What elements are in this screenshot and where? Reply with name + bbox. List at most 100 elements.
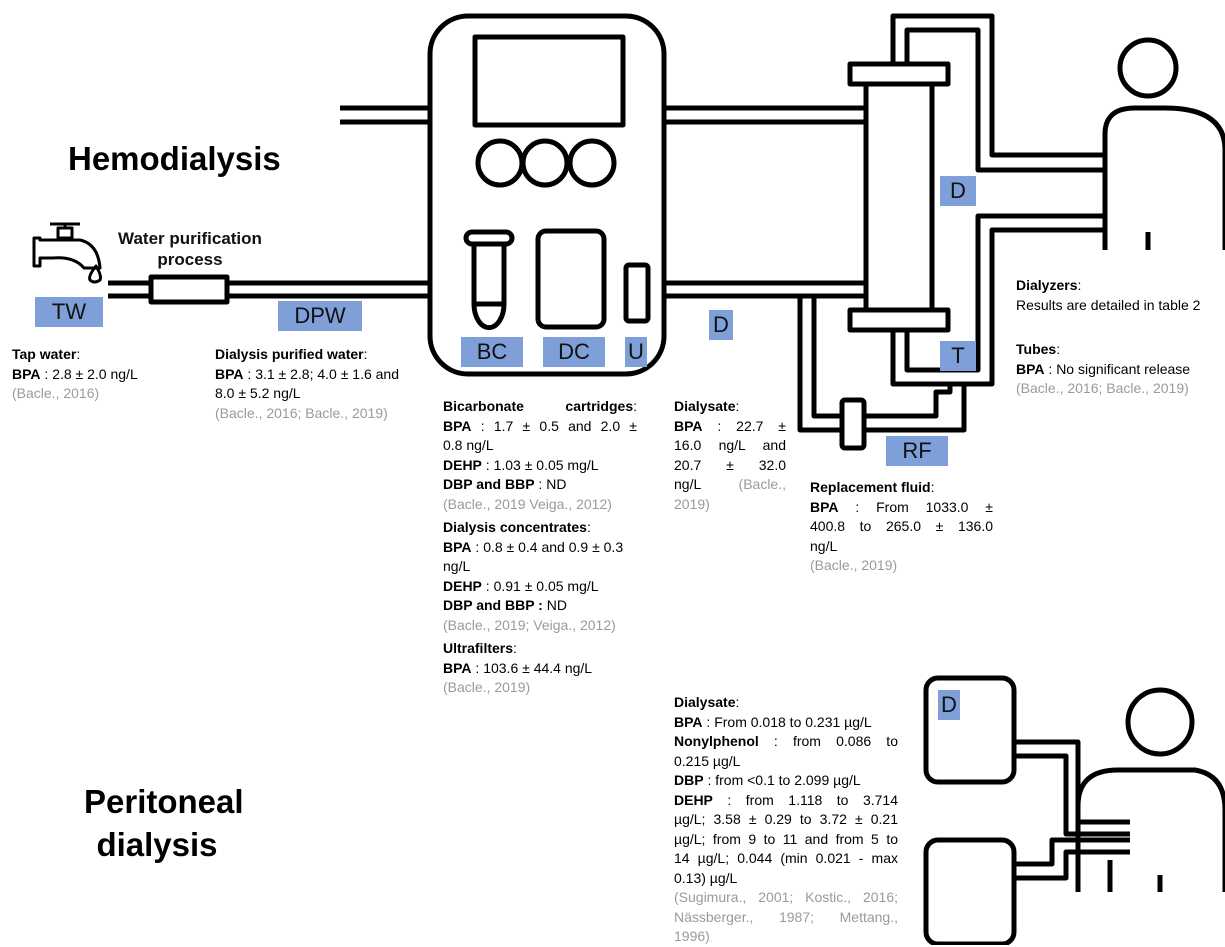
dialysate-pd-np-label: Nonylphenol xyxy=(674,733,759,749)
machine-to-dialyzer-pipes xyxy=(664,105,866,299)
ultrafilters-citation: (Bacle., 2019) xyxy=(443,679,531,695)
dialysate-pd-dehp-value-1: : from 1.118 to 3.714 xyxy=(712,791,898,808)
patient-icon xyxy=(1102,37,1225,250)
bicarbonate-heading: Bicarbonate cartridges xyxy=(443,398,634,414)
concentrates-dehp-label: DEHP xyxy=(443,577,482,594)
peritoneal-title-line2: dialysis xyxy=(96,825,218,863)
dialyzers-info: Dialyzers: Results are detailed in table… xyxy=(1016,276,1225,315)
badge-dc: DC xyxy=(543,337,605,367)
purified-water-pipe xyxy=(108,274,432,305)
peritoneal-setup xyxy=(923,675,1225,945)
dialysate-hd-line3: 20.7 ± 32.0 xyxy=(674,456,786,473)
dialysate-pd-bpa-value: : From 0.018 to 0.231 µg/L xyxy=(702,713,872,730)
tap-water-info: Tap water: BPA : 2.8 ± 2.0 ng/L (Bacle.,… xyxy=(12,345,202,404)
dialysate-pd-dehp-value-3: µg/L; from 9 to 11 and from 5 to xyxy=(674,830,898,847)
concentrates-info: Dialysis concentrates: BPA : 0.8 ± 0.4 a… xyxy=(443,518,653,635)
dialysate-hd-line4-text: ng/L xyxy=(674,476,739,492)
dialysate-pd-info: Dialysate: BPA : From 0.018 to 0.231 µg/… xyxy=(674,693,898,947)
ultrafilters-info: Ultrafilters: BPA : 103.6 ± 44.4 ng/L (B… xyxy=(443,639,643,698)
dialysate-pd-dbp-value: : from <0.1 to 2.099 µg/L xyxy=(703,772,861,788)
concentrates-citation: (Bacle., 2019; Veiga., 2012) xyxy=(443,616,616,633)
dialysate-pd-heading: Dialysate xyxy=(674,694,736,710)
bicarbonate-citation: (Bacle., 2019 Veiga., 2012) xyxy=(443,495,612,512)
tap-water-bpa-label: BPA xyxy=(12,365,41,382)
badge-bc: BC xyxy=(461,337,523,367)
dpw-heading: Dialysis purified water xyxy=(215,346,364,362)
badge-t: T xyxy=(940,341,976,371)
dialysate-pd-dehp-value-4: 14 µg/L; 0.044 (min 0.021 - max xyxy=(674,850,898,866)
bicarbonate-dbp-value: : ND xyxy=(534,476,567,492)
water-purification-line2: process xyxy=(157,250,223,269)
concentrates-heading: Dialysis concentrates xyxy=(443,519,587,535)
badge-rf: RF xyxy=(886,436,948,466)
water-purification-line1: Water purification xyxy=(118,229,262,248)
bicarbonate-dehp-value: : 1.03 ± 0.05 mg/L xyxy=(481,456,599,473)
dialysate-hd-line2: 16.0 ng/L and xyxy=(674,437,786,453)
dialyzers-text: Results are detailed in table 2 xyxy=(1016,296,1201,313)
tap-water-heading: Tap water xyxy=(12,346,77,362)
dialysate-hd-line4-cite: (Bacle., xyxy=(738,476,786,492)
concentrates-dbp-label: DBP and BBP : xyxy=(443,597,543,613)
replacement-fluid-bpa-value-1: : From 1033.0 ± xyxy=(838,498,993,515)
concentrates-bpa-value-1: : 0.8 ± 0.4 and 0.9 ± 0.3 xyxy=(471,538,624,555)
upper-inlet-pipe xyxy=(340,105,432,125)
concentrates-bpa-label: BPA xyxy=(443,538,472,555)
dialysate-hd-bpa-label: BPA xyxy=(674,417,703,434)
ultrafilters-heading: Ultrafilters xyxy=(443,640,514,656)
dialysate-pd-cite-3: 1996) xyxy=(674,928,710,944)
bicarbonate-bpa-value-1: : 1.7 ± 0.5 and 2.0 ± xyxy=(471,417,637,434)
concentrates-bpa-value-2: ng/L xyxy=(443,558,471,574)
replacement-fluid-citation: (Bacle., 2019) xyxy=(810,557,898,573)
concentrates-dbp-value: ND xyxy=(542,597,567,613)
badge-tw: TW xyxy=(35,297,103,327)
tubes xyxy=(797,13,1105,451)
dialysate-hd-info: Dialysate: BPA : 22.7 ± 16.0 ng/L and 20… xyxy=(674,397,786,514)
peritoneal-title-line1: Peritoneal xyxy=(84,783,244,820)
replacement-fluid-bpa-value-3: ng/L xyxy=(810,537,838,554)
tubes-citation: (Bacle., 2016; Bacle., 2019) xyxy=(1016,380,1189,396)
bicarbonate-info: Bicarbonate cartridges: BPA : 1.7 ± 0.5 … xyxy=(443,397,637,514)
replacement-fluid-info: Replacement fluid: BPA : From 1033.0 ± 4… xyxy=(810,478,993,576)
tap-icon xyxy=(32,222,102,284)
dialysate-pd-np-value-1: : from 0.086 to xyxy=(758,733,898,749)
badge-u: U xyxy=(625,337,647,367)
dialysate-pd-np-value-2: 0.215 µg/L xyxy=(674,752,741,769)
replacement-fluid-heading: Replacement fluid xyxy=(810,479,931,495)
replacement-fluid-bpa-value-2: 400.8 to 265.0 ± 136.0 xyxy=(810,518,993,534)
dialysate-pd-cite-1: (Sugimura., 2001; Kostic., 2016; xyxy=(674,889,898,905)
dialysate-hd-heading: Dialysate xyxy=(674,398,736,414)
tap-water-bpa-value: : 2.8 ± 2.0 ng/L xyxy=(40,365,138,382)
dialysate-pd-bpa-label: BPA xyxy=(674,713,703,730)
dpw-citation: (Bacle., 2016; Bacle., 2019) xyxy=(215,404,388,421)
ultrafilters-bpa-label: BPA xyxy=(443,659,472,676)
bicarbonate-dbp-label: DBP and BBP xyxy=(443,476,535,492)
badge-d-line: D xyxy=(709,310,733,340)
dpw-bpa-value-2: 8.0 ± 5.2 ng/L xyxy=(215,385,301,401)
dialysate-hd-bpa-value: : 22.7 ± xyxy=(702,417,786,434)
dialyzer xyxy=(847,61,951,333)
replacement-fluid-bpa-label: BPA xyxy=(810,498,839,515)
dialysate-pd-cite-2: Nässberger., 1987; Mettang., xyxy=(674,908,898,925)
bicarbonate-bpa-label: BPA xyxy=(443,417,472,434)
concentrates-dehp-value: : 0.91 ± 0.05 mg/L xyxy=(481,577,599,594)
dialysate-hd-line5-cite: 2019) xyxy=(674,495,710,512)
hemodialysis-title: Hemodialysis xyxy=(68,140,281,177)
peritoneal-title: Peritoneal dialysis xyxy=(84,781,244,867)
dialysate-pd-dehp-label: DEHP xyxy=(674,791,713,808)
dialysate-pd-dbp-label: DBP xyxy=(674,772,704,788)
dpw-bpa-value-1: : 3.1 ± 2.8; 4.0 ± 1.6 and xyxy=(243,365,400,382)
dialyzers-heading: Dialyzers xyxy=(1016,277,1078,293)
dialysate-pd-dehp-value-5: 0.13) µg/L xyxy=(674,869,738,886)
dialysate-pd-dehp-value-2: µg/L; 3.58 ± 0.29 to 3.72 ± 0.21 xyxy=(674,811,898,827)
tubes-bpa-label: BPA xyxy=(1016,360,1045,377)
tap-water-citation: (Bacle., 2016) xyxy=(12,385,100,401)
tubes-info: Tubes: BPA : No significant release (Bac… xyxy=(1016,340,1221,399)
bicarbonate-bpa-value-2: 0.8 ng/L xyxy=(443,437,494,453)
tubes-heading: Tubes xyxy=(1016,341,1057,357)
tubes-bpa-value: : No significant release xyxy=(1044,360,1191,377)
badge-dpw: DPW xyxy=(278,301,362,331)
dpw-bpa-label: BPA xyxy=(215,365,244,382)
badge-d-filter: D xyxy=(940,176,976,206)
water-purification-label: Water purification process xyxy=(106,228,274,270)
